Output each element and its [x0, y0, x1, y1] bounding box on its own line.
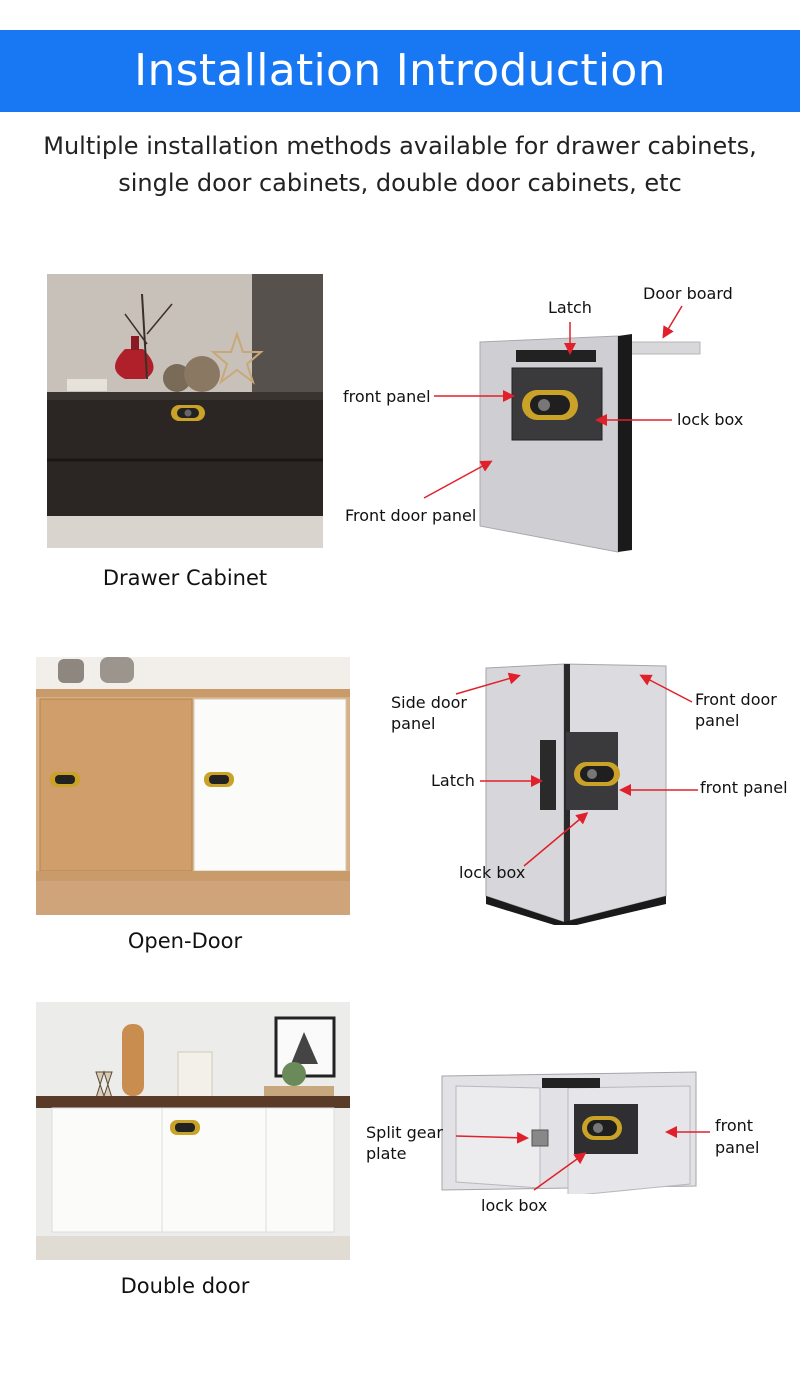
caption-double-door: Double door	[120, 1274, 250, 1298]
label-lock-box-3: lock box	[481, 1196, 548, 1215]
label-front-panel-1: front panel	[343, 387, 431, 406]
label-latch-2: Latch	[431, 771, 475, 790]
open-door-photo	[36, 657, 350, 915]
drawer-cabinet-diagram	[470, 320, 710, 560]
double-door-photo	[36, 1002, 350, 1260]
label-side-door-2: panel	[391, 714, 436, 733]
label-front-2: panel	[715, 1138, 760, 1157]
open-door-diagram	[482, 660, 672, 925]
label-latch-1: Latch	[548, 298, 592, 317]
label-side-door-1: Side door	[391, 693, 467, 712]
page-title: Installation Introduction	[134, 45, 666, 96]
label-split-1: Split gear	[366, 1123, 443, 1142]
intro-line-1: Multiple installation methods available …	[43, 132, 757, 160]
caption-drawer-cabinet: Drawer Cabinet	[102, 566, 268, 590]
label-front-door-panel: Front door panel	[345, 506, 477, 525]
drawer-cabinet-photo	[47, 274, 323, 548]
label-lock-box-1: lock box	[677, 410, 744, 429]
label-front-panel-2: front panel	[700, 778, 788, 797]
intro-text: Multiple installation methods available …	[20, 128, 780, 202]
label-front-1: front	[715, 1116, 754, 1135]
caption-open-door: Open-Door	[127, 929, 243, 953]
label-lock-box-2: lock box	[459, 863, 526, 882]
label-front-door-1: Front door	[695, 690, 777, 709]
title-banner: Installation Introduction	[0, 30, 800, 112]
intro-line-2: single door cabinets, double door cabine…	[118, 169, 682, 197]
label-front-door-2: panel	[695, 711, 740, 730]
double-door-diagram	[440, 1068, 698, 1194]
label-split-2: plate	[366, 1144, 407, 1163]
label-door-board: Door board	[643, 284, 733, 303]
